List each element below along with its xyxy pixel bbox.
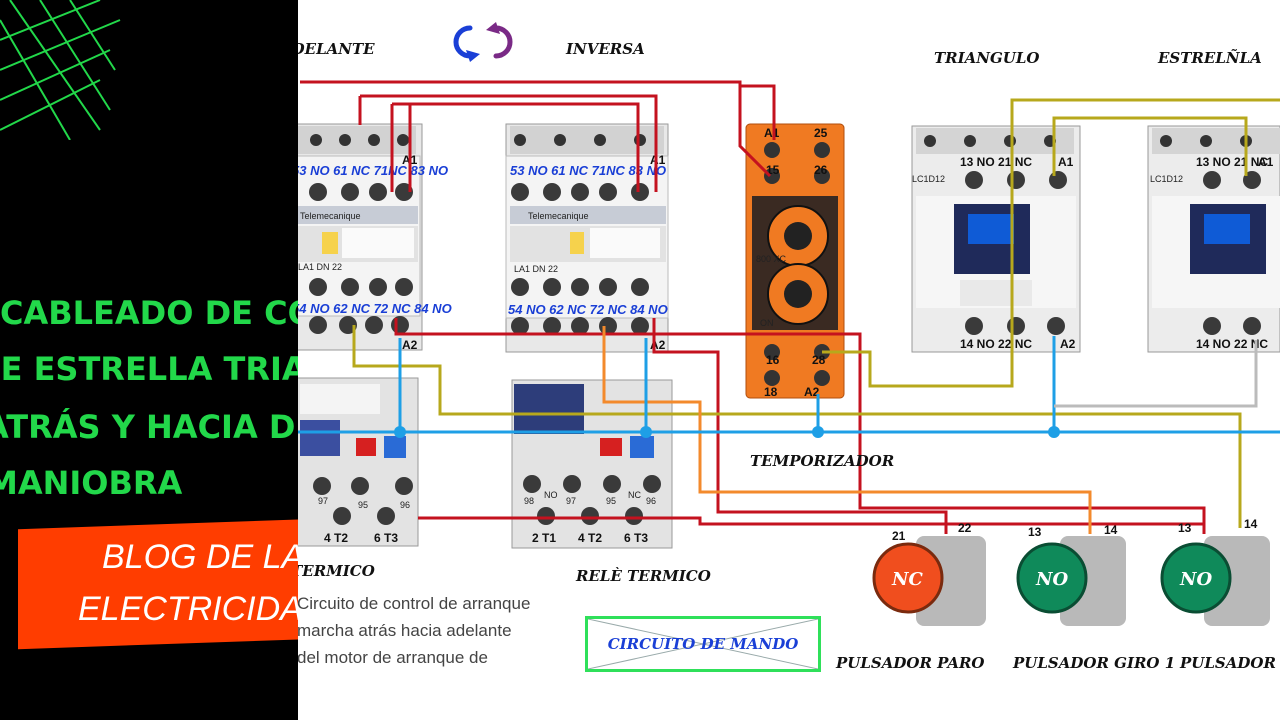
contactor-est-top-terms: 13 NO 21 NC xyxy=(1196,155,1268,169)
label-temporizador: TEMPORIZADOR xyxy=(750,452,895,470)
timer-t4: 26 xyxy=(814,163,828,177)
contactor-right-a2: A2 xyxy=(650,338,666,352)
button-giro2-t1: 13 xyxy=(1178,521,1192,535)
contactor-right-top-terms: 53 NO 61 NC 71NC 83 NO xyxy=(510,163,666,178)
button-giro2-text: NO xyxy=(1179,569,1212,590)
rotation-arrows-icon xyxy=(453,22,513,62)
push-button-paro[interactable]: NC 21 22 xyxy=(872,521,986,626)
contactor-left-model: LA1 DN 22 xyxy=(298,262,342,272)
description-text: Circuito de control de arranque marcha a… xyxy=(297,590,530,671)
contactor-left-top-terms: 53 NO 61 NC 71NC 83 NO xyxy=(292,163,448,178)
description-line-1: Circuito de control de arranque xyxy=(297,594,531,613)
relay-right-95: 95 xyxy=(606,496,616,506)
contactor-tri-model: LC1D12 xyxy=(912,174,945,184)
overlay-line-1: CABLEADO DE CONTROL xyxy=(0,294,298,332)
contactor-inversa: 53 NO 61 NC 71NC 83 NO A1 Telemecanique … xyxy=(505,123,669,353)
contactor-left-brand: Telemecanique xyxy=(300,211,361,221)
relay-left-96: 96 xyxy=(400,500,410,510)
contactor-right-a1: A1 xyxy=(650,153,666,167)
description-line-3: del motor de arranque de xyxy=(297,648,488,667)
contactor-right-brand: Telemecanique xyxy=(528,211,589,221)
label-rele-right: RELÈ TERMICO xyxy=(576,567,711,585)
relay-right-b3: 6 T3 xyxy=(624,531,648,545)
overlay-line-4: MANIOBRA xyxy=(0,464,182,502)
push-button-giro2[interactable]: NO 13 14 xyxy=(1160,517,1270,626)
relay-left-97: 97 xyxy=(318,496,328,506)
thermal-relay-right: 98 NO 97 95 NC 96 2 T1 4 T2 6 T3 xyxy=(511,379,673,549)
timer-t2: 25 xyxy=(814,126,828,140)
wires xyxy=(296,80,1280,534)
contactor-tri-a2: A2 xyxy=(1060,337,1076,351)
button-giro1-text: NO xyxy=(1035,569,1068,590)
contactor-left-bottom-terms: 54 NO 62 NC 72 NC 84 NO xyxy=(292,301,452,316)
relay-right-nc: NC xyxy=(628,490,641,500)
timer-t1: A1 xyxy=(764,126,780,140)
button-paro-t2: 22 xyxy=(958,521,972,535)
relay-right-97: 97 xyxy=(566,496,576,506)
contactor-estrella: 13 NO 21 NC A1 LC1D12 14 NO 22 NC xyxy=(1147,125,1280,353)
thermal-relay-left: 97 95 96 4 T2 6 T3 xyxy=(291,377,419,547)
circuito-de-mando-label: CIRCUITO DE MANDO xyxy=(607,635,799,653)
timer-relay: A1 25 15 26 800 XC ON 16 28 18 A2 xyxy=(745,123,845,399)
overlay-line-4-text: MANIOBRA xyxy=(0,464,183,502)
timer-code: 800 XC xyxy=(756,254,787,264)
timer-b1: 16 xyxy=(766,353,780,367)
banner-line-1: BLOG DE LA xyxy=(102,538,298,576)
green-grid-decoration xyxy=(0,0,121,140)
label-pulsador-paro: PULSADOR PARO xyxy=(836,654,985,672)
contactor-est-model: LC1D12 xyxy=(1150,174,1183,184)
contactor-tri-top-terms: 13 NO 21 NC xyxy=(960,155,1032,169)
label-pulsador-giro1: PULSADOR GIRO 1 xyxy=(1013,654,1176,672)
timer-b2: 28 xyxy=(812,353,826,367)
box-cross-lines xyxy=(588,619,818,669)
relay-left-b2: 4 T2 xyxy=(324,531,348,545)
label-triangulo: TRIANGULO xyxy=(934,49,1040,67)
contactor-left-a2: A2 xyxy=(402,338,418,352)
contactor-adelante: 53 NO 61 NC 71NC 83 NO A1 Telemecanique … xyxy=(291,123,452,352)
overlay-line-1-text: CABLEADO DE CONTROL xyxy=(0,294,298,332)
relay-left-b3: 6 T3 xyxy=(374,531,398,545)
overlay-line-2-text: DE ESTRELLA TRIANGULO xyxy=(0,350,298,388)
relay-right-no: NO xyxy=(544,490,558,500)
contactor-tri-bottom-terms: 14 NO 22 NC xyxy=(960,337,1032,351)
label-pulsador-giro2: PULSADOR GIRO 2 xyxy=(1180,654,1280,672)
description-line-2: marcha atrás hacia adelante xyxy=(297,621,512,640)
label-estrella: ESTRELÑLA xyxy=(1158,49,1262,67)
contactor-est-a1: A1 xyxy=(1258,155,1274,169)
relay-right-b1: 2 T1 xyxy=(532,531,556,545)
push-button-giro1[interactable]: NO 13 14 xyxy=(1016,523,1126,626)
button-giro1-t1: 13 xyxy=(1028,525,1042,539)
banner-line-2: ELECTRICIDAD xyxy=(78,590,298,628)
label-inversa: INVERSA xyxy=(566,40,645,58)
timer-b4: A2 xyxy=(804,385,820,399)
contactor-tri-a1: A1 xyxy=(1058,155,1074,169)
title-overlay-panel: CABLEADO DE CONTROL DE ESTRELLA TRIANGUL… xyxy=(0,0,298,720)
relay-right-98: 98 xyxy=(524,496,534,506)
button-paro-text: NC xyxy=(891,569,923,590)
timer-on: ON xyxy=(760,318,774,328)
button-giro1-t2: 14 xyxy=(1104,523,1118,537)
contactor-est-bottom-terms: 14 NO 22 NC xyxy=(1196,337,1268,351)
timer-b3: 18 xyxy=(764,385,778,399)
overlay-line-2: DE ESTRELLA TRIANGULO xyxy=(0,350,298,388)
relay-right-b2: 4 T2 xyxy=(578,531,602,545)
label-adelante: ADELANTE xyxy=(280,40,375,58)
relay-left-95: 95 xyxy=(358,500,368,510)
contactor-right-model: LA1 DN 22 xyxy=(514,264,558,274)
button-paro-t1: 21 xyxy=(892,529,906,543)
relay-right-96: 96 xyxy=(646,496,656,506)
circuito-de-mando-box: CIRCUITO DE MANDO xyxy=(585,616,821,672)
contactor-right-bottom-terms: 54 NO 62 NC 72 NC 84 NO xyxy=(508,302,668,317)
button-giro2-t2: 14 xyxy=(1244,517,1258,531)
